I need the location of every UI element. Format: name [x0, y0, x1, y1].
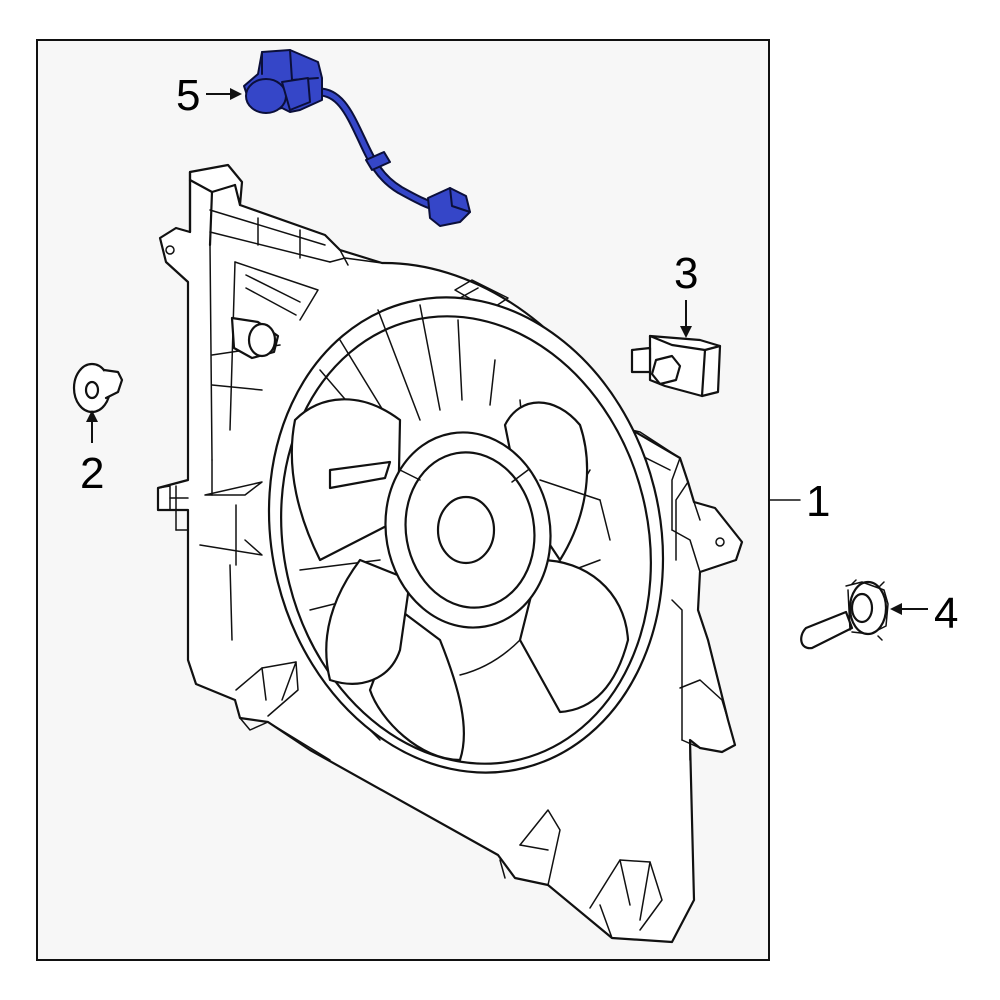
- callout-3-label: 3: [674, 249, 698, 298]
- callout-5: 5: [176, 71, 242, 120]
- callout-5-label: 5: [176, 71, 200, 120]
- callout-2: 2: [80, 410, 104, 498]
- callout-3: 3: [674, 249, 698, 338]
- callout-2-label: 2: [80, 449, 104, 498]
- callout-4: 4: [890, 589, 958, 638]
- clip[interactable]: [630, 334, 722, 398]
- wiring-harness[interactable]: [243, 49, 471, 227]
- bolt[interactable]: [800, 579, 889, 650]
- callout-4-label: 4: [934, 589, 958, 638]
- callout-1: 1: [768, 477, 830, 526]
- callout-1-label: 1: [806, 477, 830, 526]
- push-pin-retainer[interactable]: [72, 362, 124, 414]
- fan-shroud-assembly[interactable]: [156, 163, 744, 944]
